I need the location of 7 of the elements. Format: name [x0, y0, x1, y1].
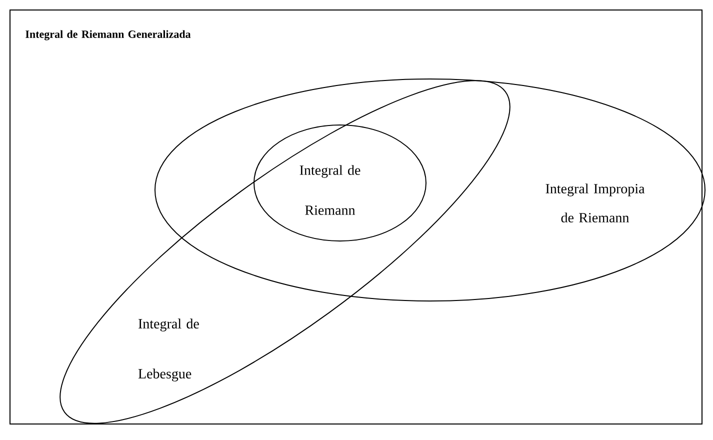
set-ellipse	[254, 124, 426, 242]
set-ellipse	[154, 78, 706, 302]
set-label: Integral de Lebesgue	[138, 318, 199, 382]
set-label: Integral de Riemann	[300, 165, 360, 215]
frame-box	[10, 10, 702, 424]
set-label: Integral Impropia de Riemann	[546, 184, 645, 222]
set-label: Integral de Riemann Generalizada	[26, 30, 191, 40]
